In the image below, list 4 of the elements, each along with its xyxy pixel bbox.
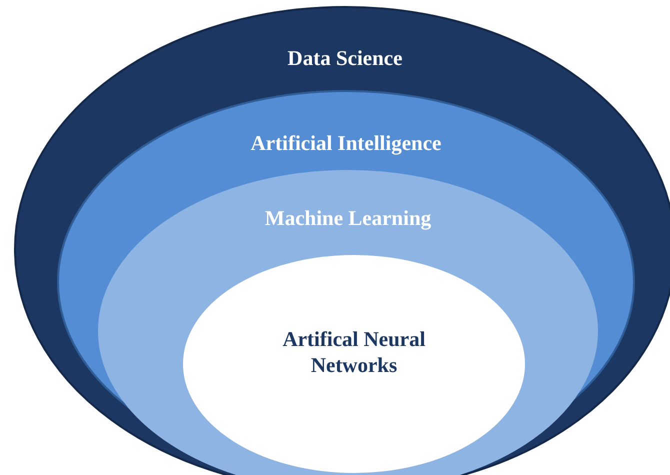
region-label: Artifical Neural Networks	[282, 326, 426, 378]
region-label: Artificial Intelligence	[250, 130, 442, 156]
region-label: Data Science	[288, 45, 402, 71]
region-label: Machine Learning	[264, 205, 432, 231]
